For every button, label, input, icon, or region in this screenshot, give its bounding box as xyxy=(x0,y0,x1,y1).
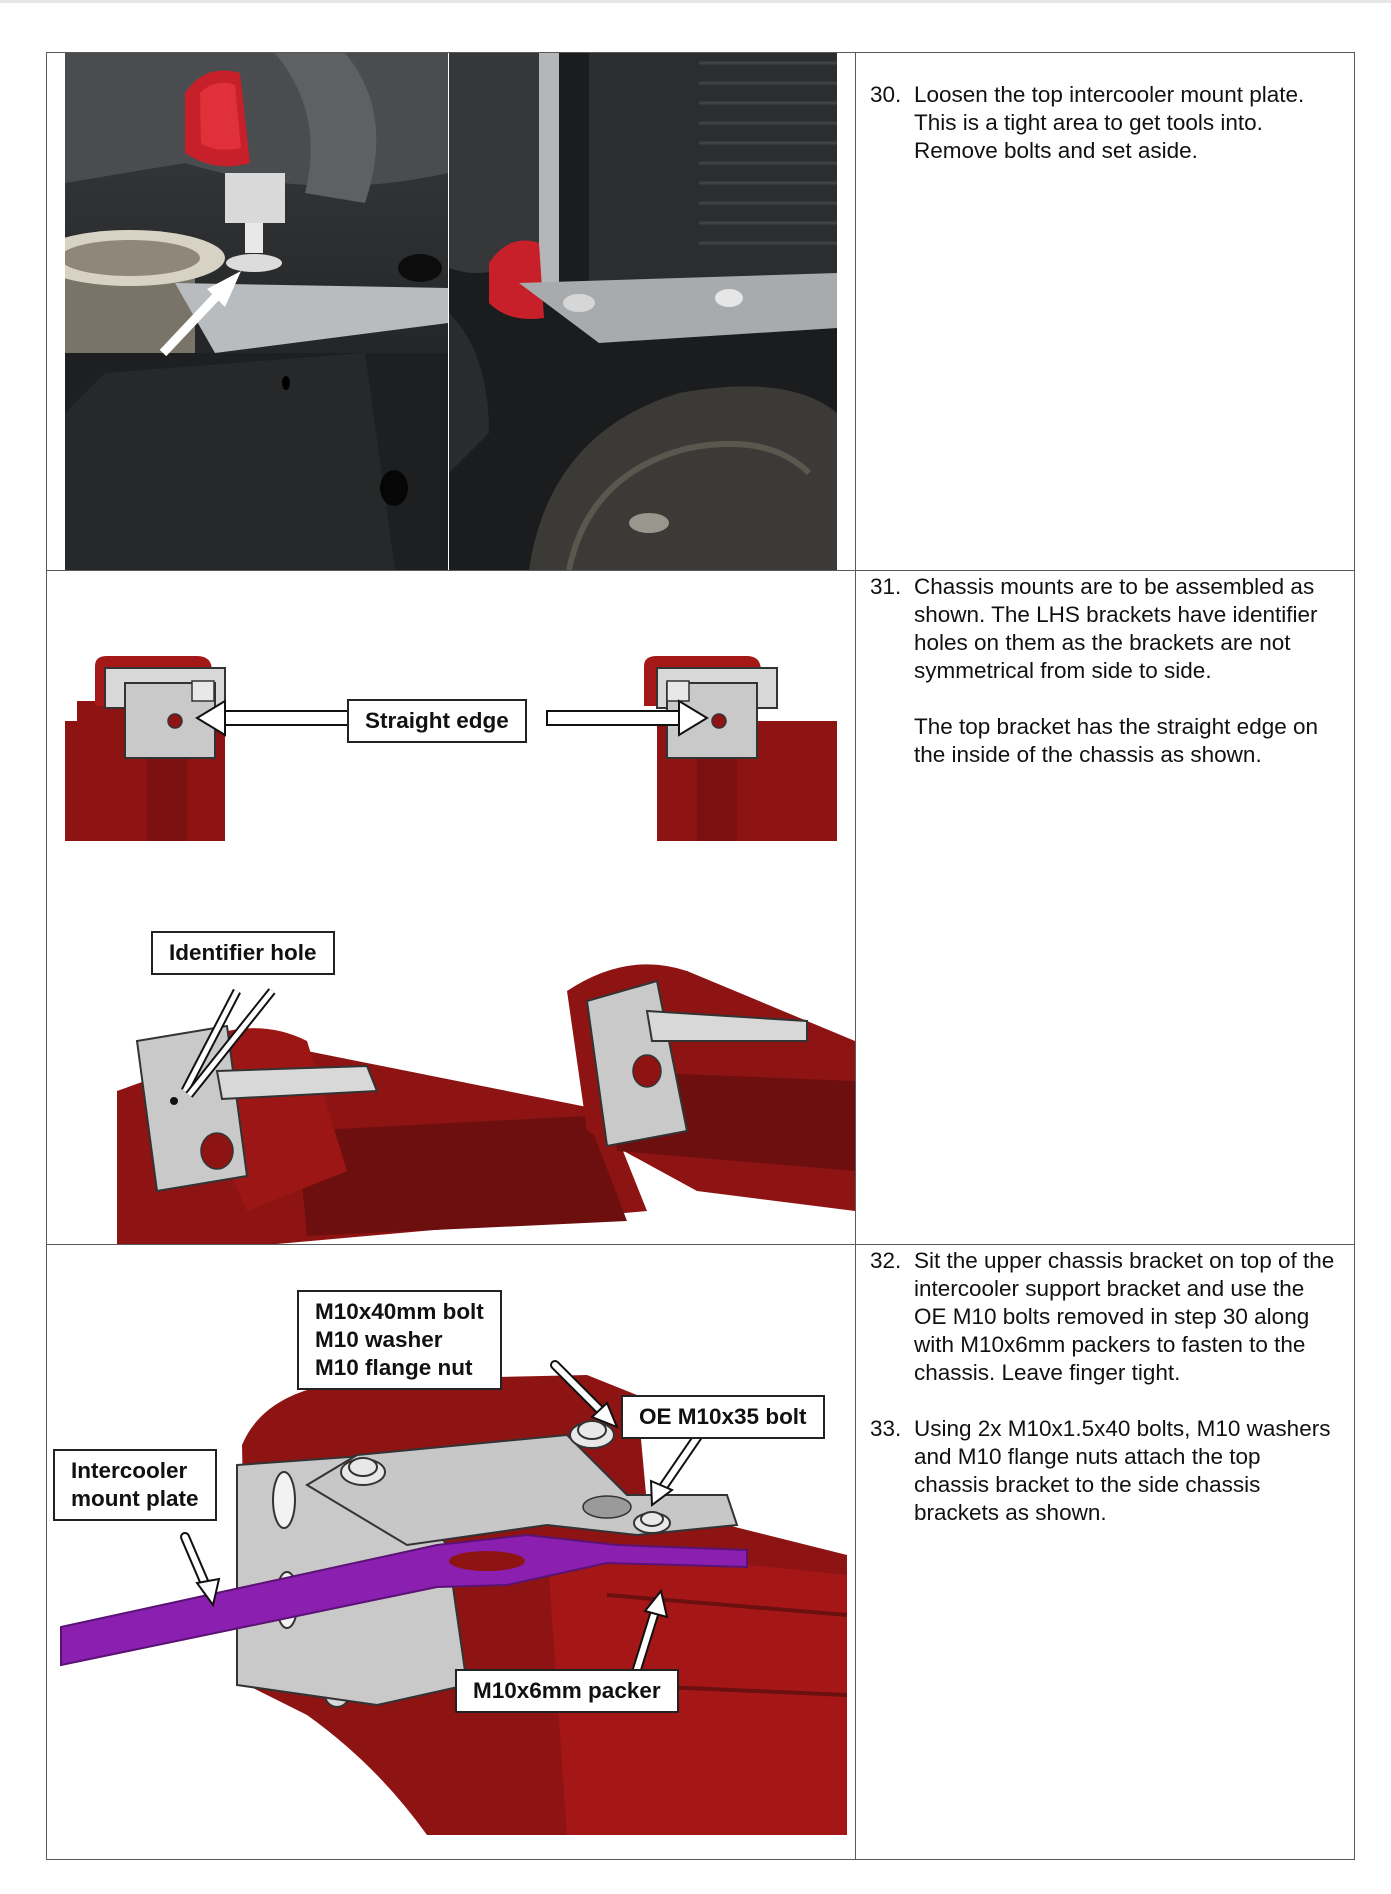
step-31-images: Straight edge Identifier hole xyxy=(46,570,856,1245)
callout-identifier-hole: Identifier hole xyxy=(151,931,335,975)
chassis-mount-diagram xyxy=(65,656,855,1244)
callout-line: M10 washer xyxy=(315,1327,443,1352)
step-paragraph: The top bracket has the straight edge on… xyxy=(914,714,1319,767)
straight-edge-arrows xyxy=(195,699,709,737)
lhs-bracket-front-view xyxy=(65,656,226,841)
callout-bolt-kit: M10x40mm bolt M10 washer M10 flange nut xyxy=(297,1290,502,1390)
step-30-text: 30. Loosen the top intercooler mount pla… xyxy=(855,52,1355,571)
instruction-table: 30. Loosen the top intercooler mount pla… xyxy=(46,52,1355,1860)
photo-intercooler-mount-right xyxy=(449,53,837,570)
step-number: 31. xyxy=(870,574,902,599)
callout-packer: M10x6mm packer xyxy=(455,1669,679,1713)
callout-line: Intercooler xyxy=(71,1458,188,1483)
step-number: 30. xyxy=(870,82,902,107)
rhs-bracket-front-view xyxy=(644,656,837,841)
step-paragraph: Chassis mounts are to be assembled as sh… xyxy=(914,574,1318,683)
step-31-text: 31. Chassis mounts are to be assembled a… xyxy=(855,570,1355,1245)
step-number: 32. xyxy=(870,1248,902,1273)
step-row-31: Straight edge Identifier hole 31. Chassi… xyxy=(46,570,1355,1245)
step-paragraph: Loosen the top intercooler mount plate. … xyxy=(914,82,1305,163)
callout-line: mount plate xyxy=(71,1486,199,1511)
step-32-33-images: M10x40mm bolt M10 washer M10 flange nut … xyxy=(46,1244,856,1860)
step-32: 32. Sit the upper chassis bracket on top… xyxy=(870,1247,1340,1415)
step-30: 30. Loosen the top intercooler mount pla… xyxy=(870,81,1340,193)
step-31: 31. Chassis mounts are to be assembled a… xyxy=(870,573,1340,797)
bracket-assembly-diagram xyxy=(60,1360,848,1835)
identifier-hole-arrow xyxy=(181,988,276,1098)
rhs-bracket-iso-view xyxy=(567,964,855,1211)
step-number: 33. xyxy=(870,1416,902,1441)
step-paragraph: Sit the upper chassis bracket on top of … xyxy=(914,1248,1335,1385)
photo-intercooler-mount-left xyxy=(65,53,448,570)
callout-straight-edge: Straight edge xyxy=(347,699,527,743)
step-30-images xyxy=(46,52,856,571)
step-row-32-33: M10x40mm bolt M10 washer M10 flange nut … xyxy=(46,1244,1355,1860)
page-top-edge xyxy=(0,0,1391,3)
lhs-bracket-iso-view xyxy=(117,1024,647,1244)
step-paragraph: Using 2x M10x1.5x40 bolts, M10 washers a… xyxy=(914,1416,1331,1525)
step-33: 33. Using 2x M10x1.5x40 bolts, M10 washe… xyxy=(870,1415,1340,1555)
callout-line: M10 flange nut xyxy=(315,1355,473,1380)
callout-line: M10x40mm bolt xyxy=(315,1299,484,1324)
callout-oe-bolt: OE M10x35 bolt xyxy=(621,1395,825,1439)
callout-intercooler-mount-plate: Intercooler mount plate xyxy=(53,1449,217,1521)
step-32-33-text: 32. Sit the upper chassis bracket on top… xyxy=(855,1244,1355,1860)
step-row-30: 30. Loosen the top intercooler mount pla… xyxy=(46,52,1355,571)
